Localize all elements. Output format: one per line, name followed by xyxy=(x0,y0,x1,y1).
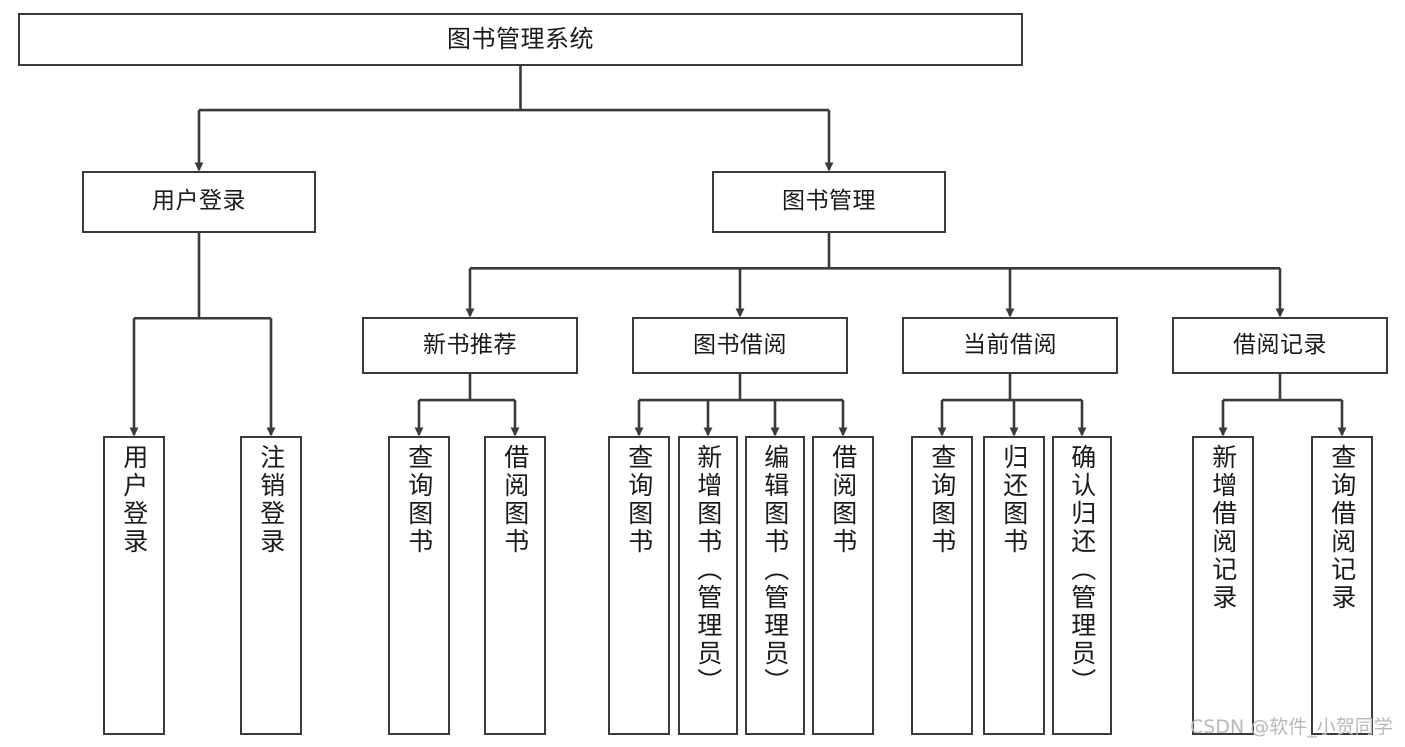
node-leaf-return-book[interactable]: 归还图书 xyxy=(983,436,1045,735)
node-current-borrow[interactable]: 当前借阅 xyxy=(902,317,1118,374)
node-label: 查询图书 xyxy=(404,444,434,556)
node-label: 归还图书 xyxy=(999,444,1029,556)
node-label: 图书管理系统 xyxy=(447,25,594,54)
node-new-book-rec[interactable]: 新书推荐 xyxy=(362,317,578,374)
node-leaf-add-book[interactable]: 新增图书（管理员） xyxy=(678,436,738,735)
node-book-borrow[interactable]: 图书借阅 xyxy=(632,317,848,374)
node-leaf-confirm-return[interactable]: 确认归还（管理员） xyxy=(1052,436,1112,735)
node-label: 编辑图书（管理员） xyxy=(760,444,790,696)
node-label: 用户登录 xyxy=(119,444,149,556)
node-leaf-user-login[interactable]: 用户登录 xyxy=(103,436,165,735)
node-label: 当前借阅 xyxy=(963,331,1057,358)
node-leaf-query-book-3[interactable]: 查询图书 xyxy=(911,436,973,735)
node-label: 借阅记录 xyxy=(1233,331,1327,358)
node-label: 用户登录 xyxy=(152,188,246,215)
node-leaf-logout[interactable]: 注销登录 xyxy=(240,436,302,735)
node-label: 查询图书 xyxy=(624,444,654,556)
node-borrow-record[interactable]: 借阅记录 xyxy=(1172,317,1388,374)
csdn-watermark: CSDN @软件_小贺同学 xyxy=(1190,716,1393,738)
node-label: 新增借阅记录 xyxy=(1208,444,1238,612)
node-label: 新增图书（管理员） xyxy=(693,444,723,696)
node-label: 查询借阅记录 xyxy=(1327,444,1357,612)
node-label: 查询图书 xyxy=(927,444,957,556)
node-label: 确认归还（管理员） xyxy=(1067,444,1097,696)
node-leaf-edit-book[interactable]: 编辑图书（管理员） xyxy=(745,436,805,735)
node-user-login[interactable]: 用户登录 xyxy=(82,171,316,233)
node-leaf-query-record[interactable]: 查询借阅记录 xyxy=(1311,436,1373,735)
node-label: 借阅图书 xyxy=(828,444,858,556)
node-leaf-query-book-2[interactable]: 查询图书 xyxy=(608,436,670,735)
node-book-manage[interactable]: 图书管理 xyxy=(712,171,946,233)
node-label: 新书推荐 xyxy=(423,331,517,358)
node-label: 注销登录 xyxy=(256,444,286,556)
node-leaf-borrow-book-2[interactable]: 借阅图书 xyxy=(812,436,874,735)
node-label: 图书借阅 xyxy=(693,331,787,358)
node-label: 借阅图书 xyxy=(500,444,530,556)
node-leaf-add-record[interactable]: 新增借阅记录 xyxy=(1192,436,1254,735)
node-root[interactable]: 图书管理系统 xyxy=(18,13,1023,66)
node-label: 图书管理 xyxy=(782,188,876,215)
node-leaf-query-book-1[interactable]: 查询图书 xyxy=(388,436,450,735)
node-leaf-borrow-book-1[interactable]: 借阅图书 xyxy=(484,436,546,735)
